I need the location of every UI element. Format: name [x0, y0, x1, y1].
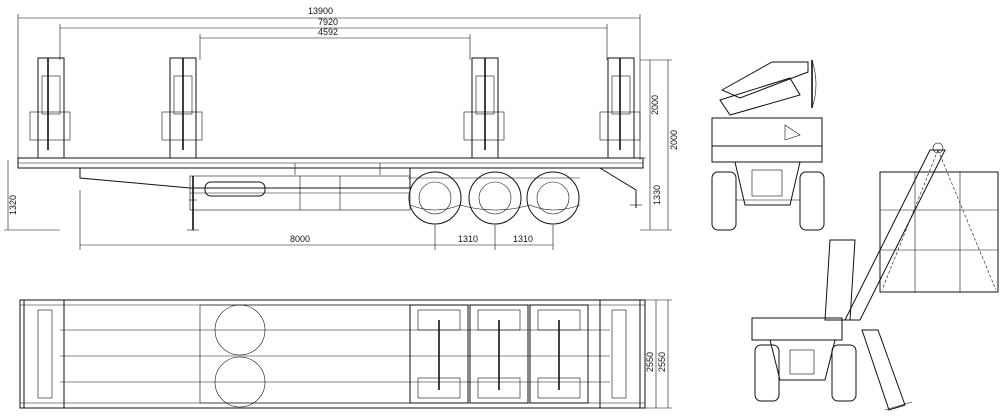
- crane-tower-front: [25, 57, 75, 159]
- end-view-stowed: [711, 59, 825, 231]
- dim-front-height: 1320: [8, 195, 18, 215]
- dim-axle-spacing-1: 1310: [458, 234, 478, 244]
- dim-crane-height: 2000: [650, 95, 660, 115]
- side-wheels: [408, 171, 581, 225]
- dim-width-outer: 2550: [645, 352, 655, 372]
- top-view: 2550 2550: [19, 299, 672, 409]
- end-view-lifting: [751, 142, 999, 411]
- dim-width-inner: 2550: [657, 352, 667, 372]
- crane-tower-mid-front: [160, 57, 210, 159]
- top-view-axles: [409, 304, 589, 404]
- crane-tower-rear: [596, 57, 646, 159]
- crane-tower-mid-rear: [460, 57, 510, 159]
- dim-crane-span: 4592: [318, 27, 338, 37]
- dim-kingpin-to-axle: 8000: [290, 234, 310, 244]
- dim-overall-length: 13900: [308, 6, 333, 16]
- dim-axle-spacing-2: 1310: [513, 234, 533, 244]
- dim-deck-height: 1330: [652, 185, 662, 205]
- dim-total-height: 2000: [669, 130, 679, 150]
- dim-inner-length: 7920: [318, 17, 338, 27]
- side-view: 13900 7920 4592 8000 1310 1310 2000 2000…: [4, 6, 679, 250]
